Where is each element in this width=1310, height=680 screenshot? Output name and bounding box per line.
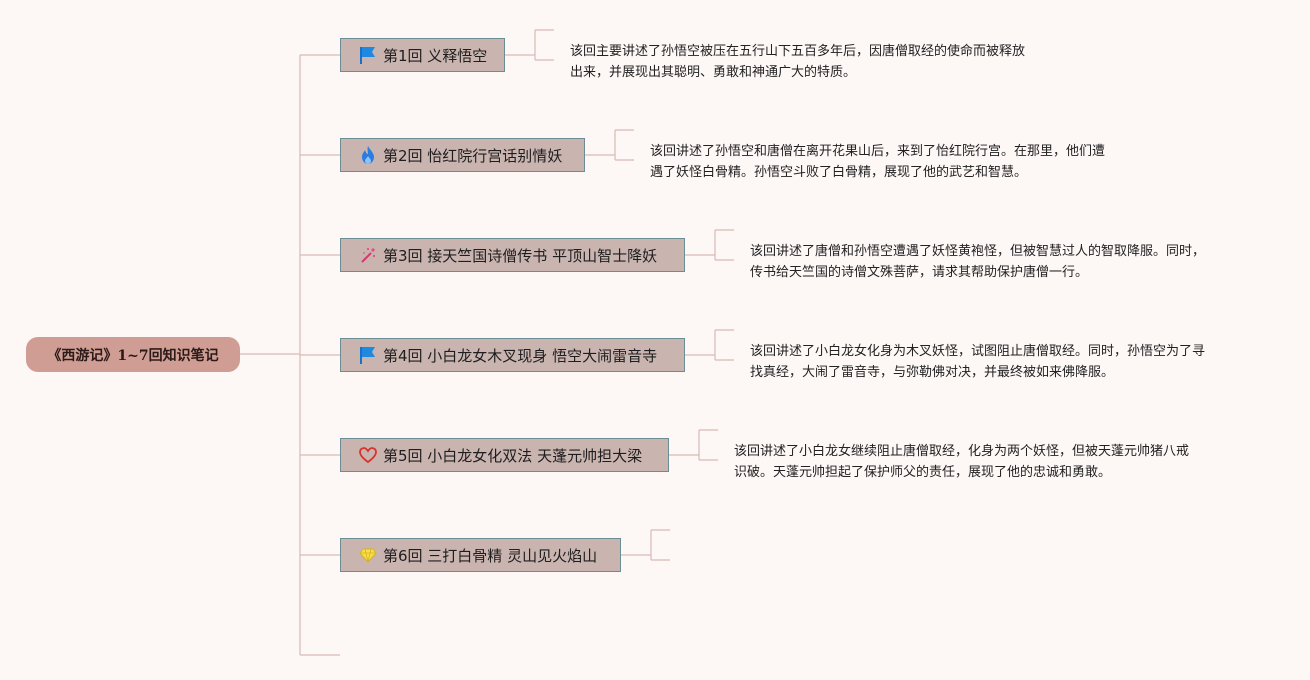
description-line: 出来，并展现出其聪明、勇敢和神通广大的特质。 <box>570 65 857 80</box>
chapter-label: 第6回 三打白骨精 灵山见火焰山 <box>383 546 598 565</box>
description-line: 该回讲述了唐僧和孙悟空遭遇了妖怪黄袍怪，但被智慧过人的智取降服。同时， <box>750 244 1206 259</box>
chapter-description-1: 该回主要讲述了孙悟空被压在五行山下五百多年后，因唐僧取经的使命而被释放 出来，并… <box>570 41 1025 83</box>
chapter-label: 第1回 义释悟空 <box>383 46 488 65</box>
blue-flag-icon <box>358 45 378 65</box>
magic-wand-icon <box>358 245 378 265</box>
chapter-description-2: 该回讲述了孙悟空和唐僧在离开花果山后，来到了怡红院行宫。在那里，他们遭 遇了妖怪… <box>650 141 1105 183</box>
root-topic[interactable]: 《西游记》1~7回知识笔记 <box>26 337 240 372</box>
description-line: 遇了妖怪白骨精。孙悟空斗败了白骨精，展现了他的武艺和智慧。 <box>650 165 1028 180</box>
description-line: 该回讲述了小白龙女继续阻止唐僧取经，化身为两个妖怪，但被天蓬元帅猪八戒 <box>734 444 1190 459</box>
chapter-description-5: 该回讲述了小白龙女继续阻止唐僧取经，化身为两个妖怪，但被天蓬元帅猪八戒 识破。天… <box>734 441 1189 483</box>
chapter-label: 第4回 小白龙女木叉现身 悟空大闹雷音寺 <box>383 346 658 365</box>
chapter-description-4: 该回讲述了小白龙女化身为木叉妖怪，试图阻止唐僧取经。同时，孙悟空为了寻 找真经，… <box>750 341 1205 383</box>
chapter-node-1[interactable]: 第1回 义释悟空 <box>340 38 505 72</box>
blue-flag-icon <box>358 345 378 365</box>
chapter-description-3: 该回讲述了唐僧和孙悟空遭遇了妖怪黄袍怪，但被智慧过人的智取降服。同时， 传书给天… <box>750 241 1205 283</box>
chapter-label: 第5回 小白龙女化双法 天蓬元帅担大梁 <box>383 446 643 465</box>
chapter-node-4[interactable]: 第4回 小白龙女木叉现身 悟空大闹雷音寺 <box>340 338 685 372</box>
description-line: 该回主要讲述了孙悟空被压在五行山下五百多年后，因唐僧取经的使命而被释放 <box>570 44 1026 59</box>
description-line: 识破。天蓬元帅担起了保护师父的责任，展现了他的忠诚和勇敢。 <box>734 465 1112 480</box>
description-line: 该回讲述了孙悟空和唐僧在离开花果山后，来到了怡红院行宫。在那里，他们遭 <box>650 144 1106 159</box>
description-line: 传书给天竺国的诗僧文殊菩萨，请求其帮助保护唐僧一行。 <box>750 265 1089 280</box>
description-line: 该回讲述了小白龙女化身为木叉妖怪，试图阻止唐僧取经。同时，孙悟空为了寻 <box>750 344 1206 359</box>
diamond-icon <box>358 545 378 565</box>
heart-icon <box>358 445 378 465</box>
description-line: 找真经，大闹了雷音寺，与弥勒佛对决，并最终被如来佛降服。 <box>750 365 1115 380</box>
fire-icon <box>358 145 378 165</box>
chapter-label: 第2回 怡红院行宫话别情妖 <box>383 146 563 165</box>
root-title: 《西游记》1~7回知识笔记 <box>47 347 219 364</box>
chapter-node-5[interactable]: 第5回 小白龙女化双法 天蓬元帅担大梁 <box>340 438 669 472</box>
chapter-node-2[interactable]: 第2回 怡红院行宫话别情妖 <box>340 138 585 172</box>
chapter-label: 第3回 接天竺国诗僧传书 平顶山智士降妖 <box>383 246 658 265</box>
chapter-node-6[interactable]: 第6回 三打白骨精 灵山见火焰山 <box>340 538 621 572</box>
chapter-node-3[interactable]: 第3回 接天竺国诗僧传书 平顶山智士降妖 <box>340 238 685 272</box>
